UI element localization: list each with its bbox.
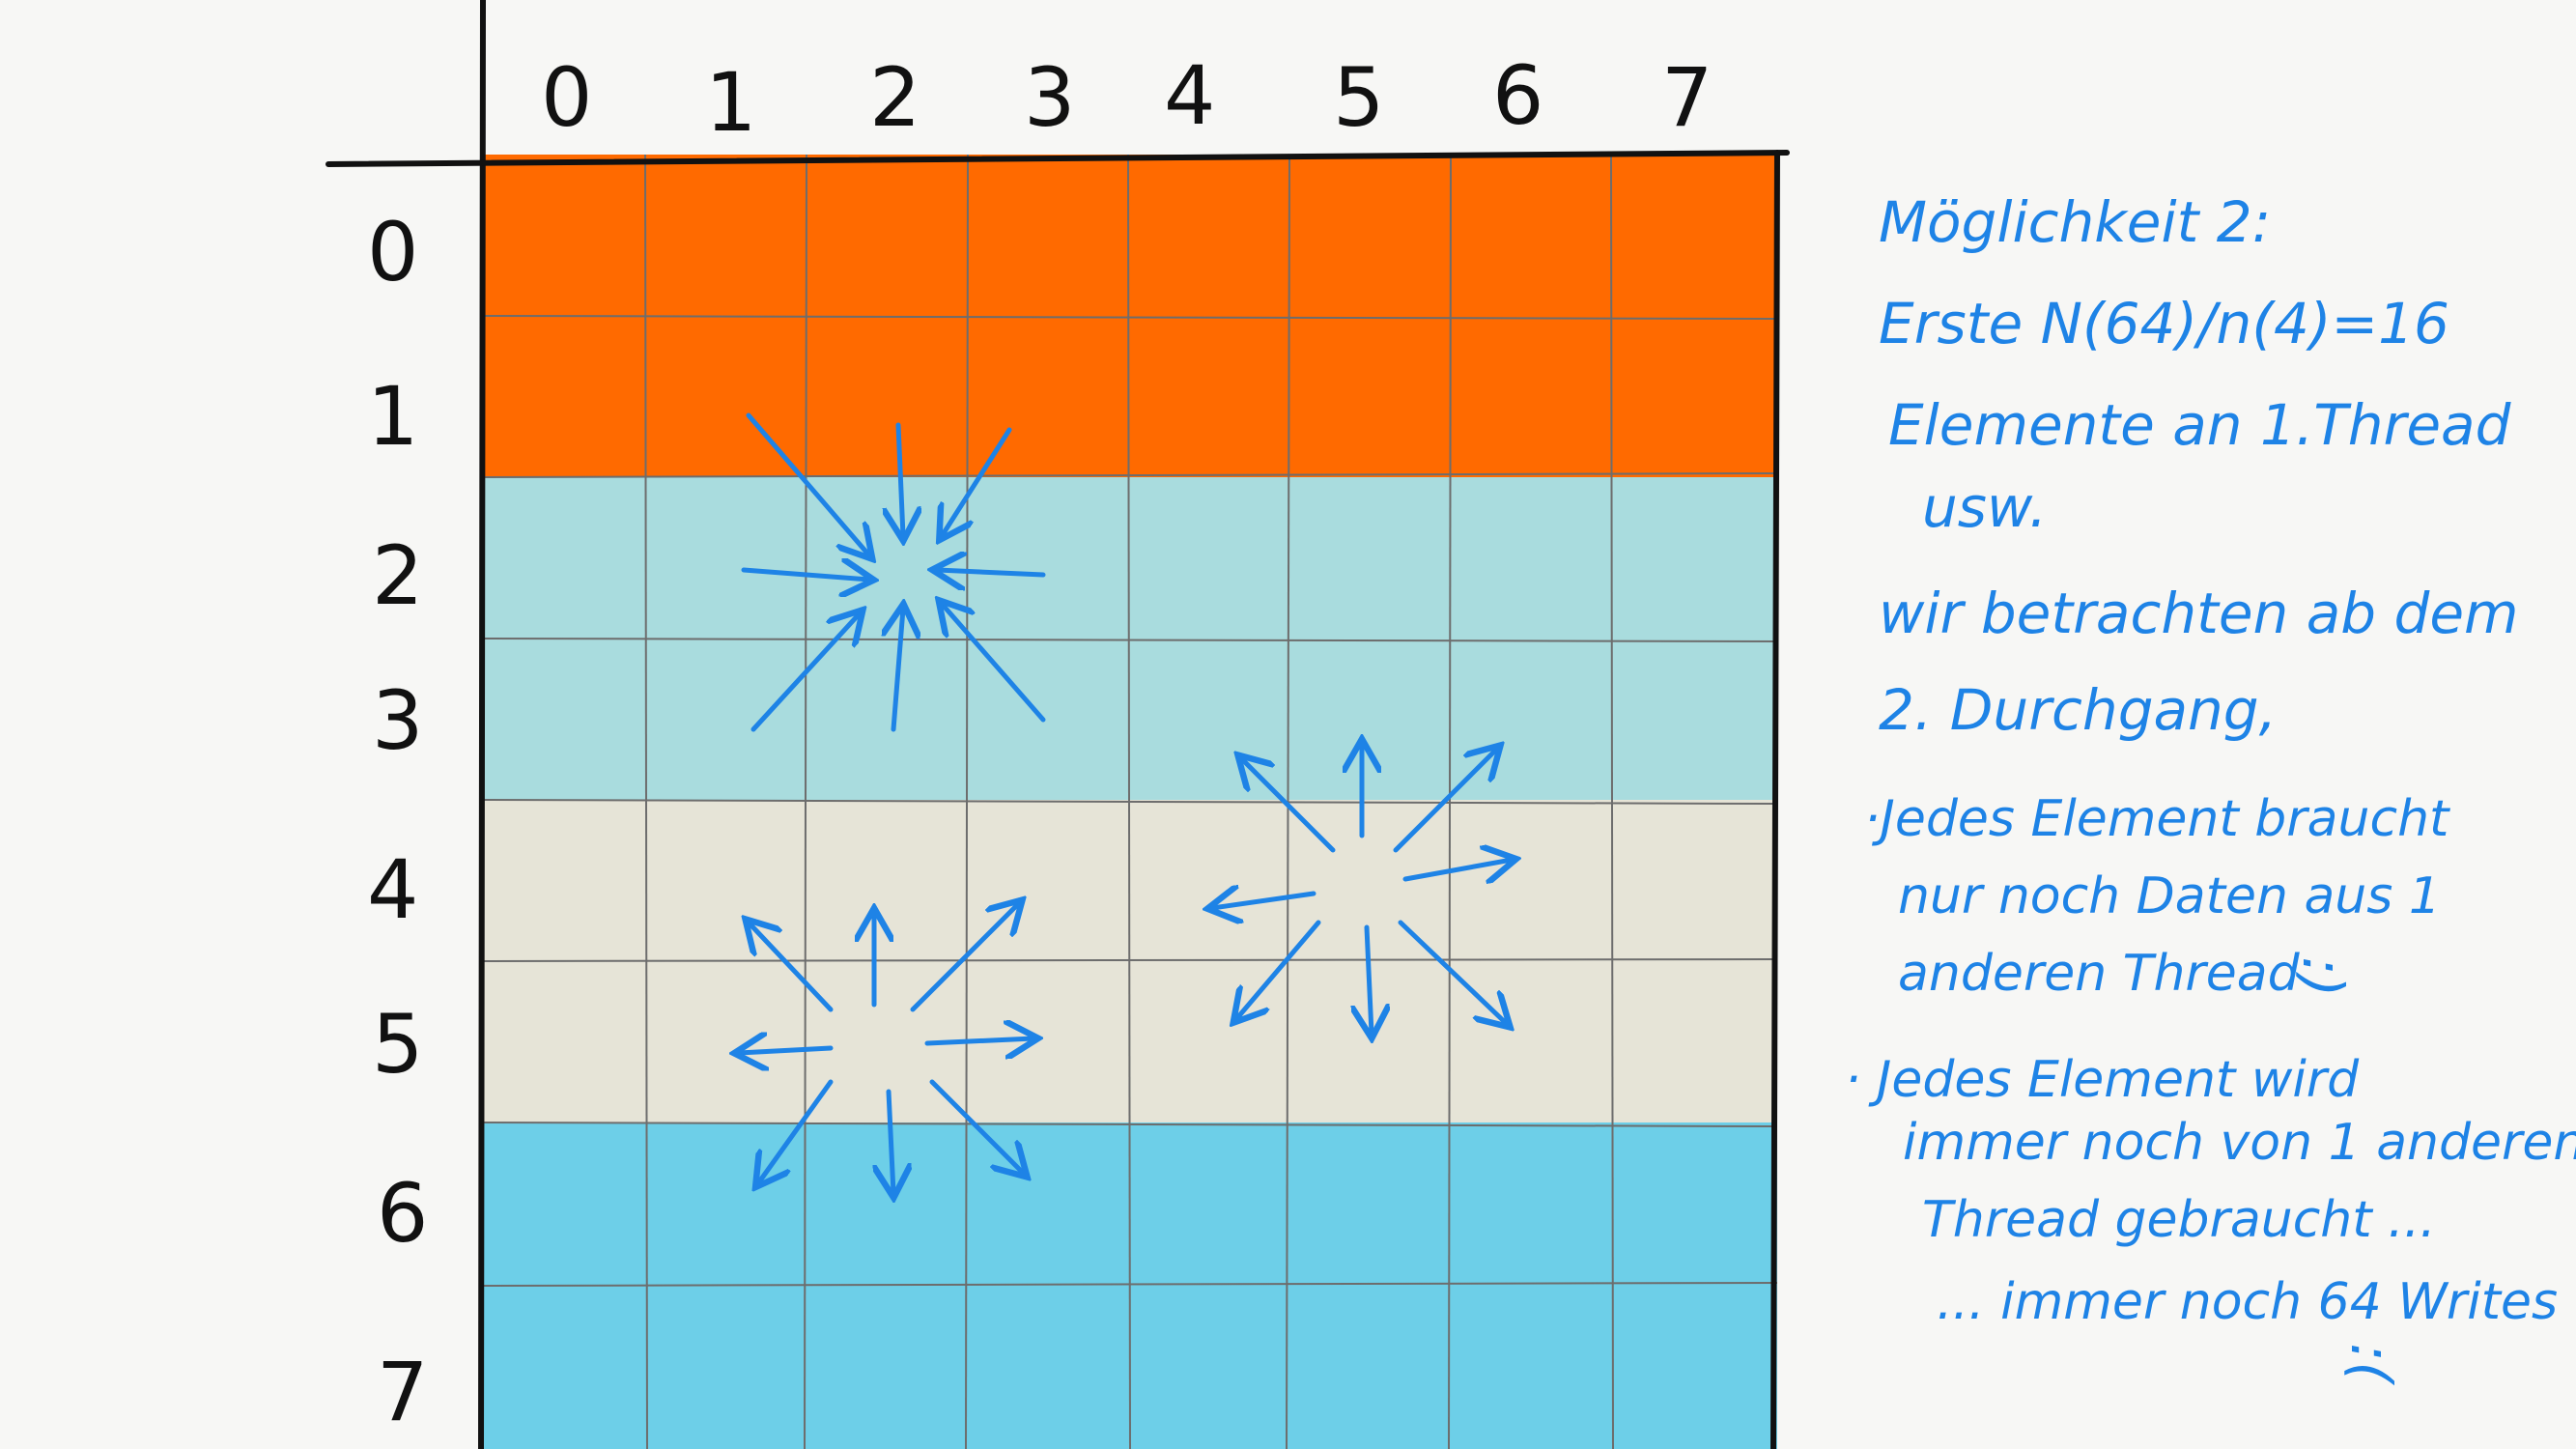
outward-arrow-burst-left: [739, 903, 1033, 1193]
note-line: · Jedes Element wird: [1845, 1051, 2360, 1109]
row-band-1: [483, 316, 1777, 477]
row-label: 0: [367, 205, 418, 299]
note-line: wir betrachten ab dem: [1879, 581, 2519, 646]
column-label: 5: [1333, 50, 1384, 145]
outward-arrow-burst-right: [1212, 744, 1512, 1034]
note-line: immer noch von 1 anderen: [1903, 1114, 2576, 1172]
note-line: ·Jedes Element braucht: [1864, 790, 2450, 848]
row-labels: 0 1 2 3 4 5 6 7: [367, 205, 428, 1439]
row-label: 3: [372, 673, 423, 768]
note-line: usw.: [1922, 474, 2047, 540]
smiley-face: :): [2290, 956, 2356, 997]
column-label: 1: [705, 55, 756, 150]
column-label: 2: [869, 50, 920, 145]
row-label: 1: [367, 369, 418, 464]
notes-panel: Möglichkeit 2: Erste N(64)/n(4)=16 Eleme…: [1845, 189, 2576, 1386]
note-line: Elemente an 1.Thread: [1888, 392, 2512, 458]
inward-arrow-burst: [741, 412, 1046, 732]
column-label: 0: [541, 50, 592, 145]
note-line: Thread gebraucht ...: [1922, 1191, 2436, 1249]
grid-frame: [326, 0, 1790, 1449]
row-label: 7: [377, 1345, 428, 1439]
note-title: Möglichkeit 2:: [1879, 189, 2271, 255]
column-label: 7: [1661, 50, 1713, 145]
note-line: ... immer noch 64 Writes: [1937, 1273, 2558, 1331]
column-labels: 0 1 2 3 4 5 6 7: [541, 48, 1713, 150]
column-label: 4: [1164, 48, 1215, 143]
row-label: 2: [372, 528, 423, 623]
column-label: 6: [1492, 48, 1543, 143]
grid-lines: [482, 154, 1778, 1449]
row-label: 4: [367, 842, 418, 937]
note-line: 2. Durchgang,: [1879, 677, 2277, 743]
column-label: 3: [1024, 50, 1075, 145]
row-label: 6: [377, 1166, 428, 1261]
row-band-2: [483, 477, 1777, 639]
note-line: nur noch Daten aus 1: [1898, 867, 2441, 925]
note-line: anderen Thread: [1898, 945, 2301, 1003]
row-band-3: [483, 639, 1777, 800]
note-line: Erste N(64)/n(4)=16: [1879, 291, 2449, 356]
row-band-0: [483, 155, 1777, 316]
sad-face: :(: [2338, 1343, 2404, 1386]
row-label: 5: [372, 997, 423, 1092]
